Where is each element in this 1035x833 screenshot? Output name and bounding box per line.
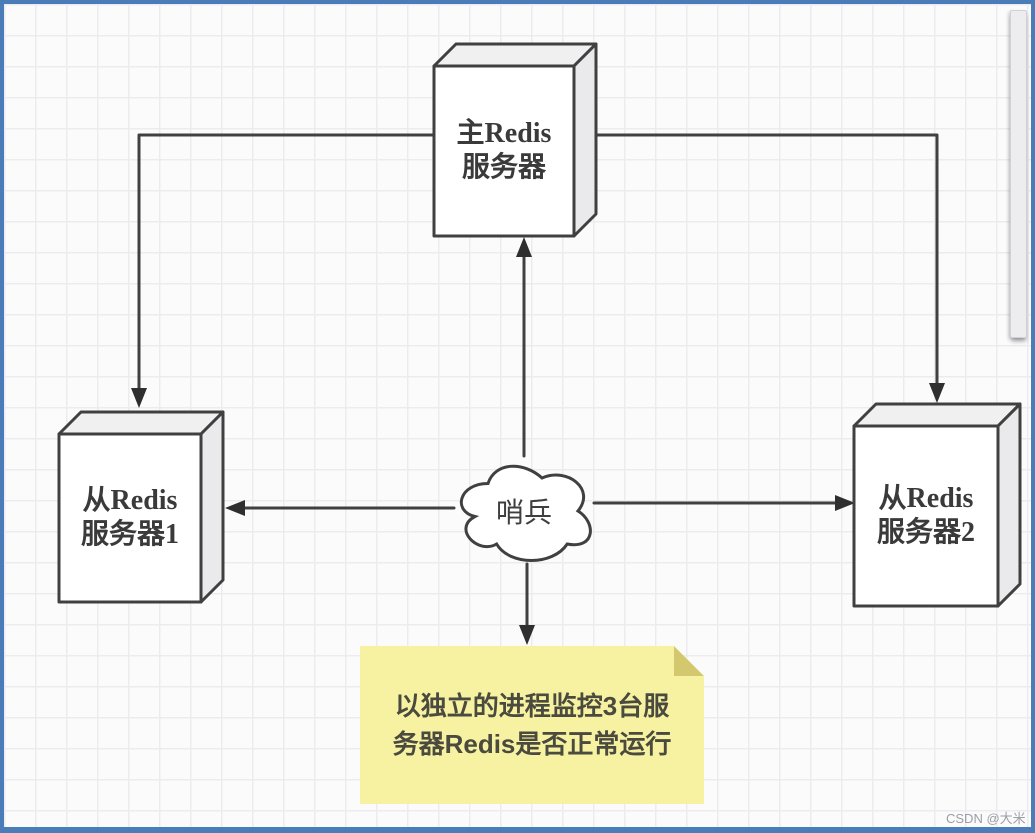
arrowhead-down-slave1 <box>131 388 147 408</box>
connector-master-to-slave2 <box>594 133 939 387</box>
slave2-box-side-face <box>996 402 1022 608</box>
slave2-box-top-face <box>852 402 1022 428</box>
slave1-redis-box <box>57 410 225 604</box>
slave2-box-front-face <box>852 424 1000 608</box>
arrowhead-up-master <box>516 237 532 257</box>
master-box-top-face <box>432 42 598 68</box>
note-text-line2: 务器Redis是否正常运行 <box>392 729 672 759</box>
vertical-scrollbar[interactable] <box>1010 10 1027 338</box>
sentinel-note: 以独立的进程监控3台服 务器Redis是否正常运行 <box>360 646 704 804</box>
master-box-side-face <box>572 42 598 238</box>
arrowhead-right-slave2 <box>835 495 855 511</box>
slave1-box-front-face <box>57 432 203 604</box>
master-redis-box <box>432 42 598 238</box>
sentinel-label: 哨兵 <box>495 497 552 528</box>
note-text-line1: 以独立的进程监控3台服 <box>394 691 670 721</box>
diagram-shapes-layer <box>57 42 1022 645</box>
slave2-redis-box <box>852 402 1022 608</box>
slave1-box-side-face <box>199 410 225 604</box>
sentinel-cloud <box>459 464 592 562</box>
watermark: CSDN @大米 <box>946 811 1026 826</box>
slave1-box-top-face <box>57 410 225 436</box>
connector-master-to-slave1 <box>137 133 436 392</box>
arrowhead-down-slave2 <box>929 383 945 403</box>
master-box-front-face <box>432 64 576 238</box>
arrowhead-down-note <box>519 625 535 645</box>
arrowhead-left-slave1 <box>225 500 245 516</box>
